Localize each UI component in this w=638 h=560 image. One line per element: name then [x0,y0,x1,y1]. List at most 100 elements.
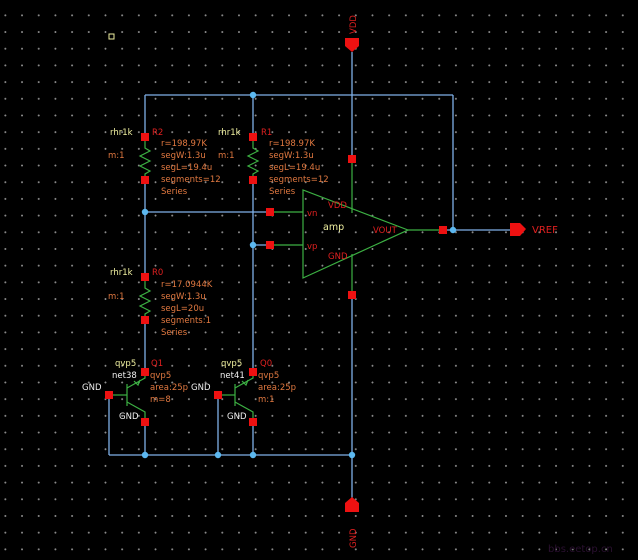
emitter-lead [234,376,254,389]
emitter-arrow-icon [133,379,141,387]
junction-dot [249,91,257,99]
param-segments: segments=12 [269,175,329,185]
vdd-terminal [348,155,356,163]
resistor-icon [138,281,152,316]
emitter-terminal [249,368,257,376]
param-segl: segL=19.4u [269,163,320,173]
amp-vdd-label: VDD [328,201,347,211]
pin-arrow-icon [345,497,359,512]
terminal-pin [141,273,149,281]
junction-dot [249,451,257,459]
resistor-r1[interactable]: rhr1k R1 m:1 r=198.97K segW:1.3u segL=19… [218,128,329,197]
vn-terminal [266,208,274,216]
amp-gnd-label: GND [328,252,348,262]
pin-arrow-icon [345,38,359,52]
base-terminal [105,391,113,399]
terminal-pin [249,133,257,141]
param-segw: segW:1.3u [161,151,206,161]
net-label: net41 [220,371,245,381]
param-segments: segments=12 [161,175,221,185]
resistor-icon [138,141,152,176]
cell-label: rhr1k [110,268,133,278]
vref-pin-label: VREF [532,225,558,236]
gnd-pin[interactable]: GND [345,497,359,548]
resistor-icon [246,141,260,176]
transistor-q1[interactable]: qvp5 Q1 net38 qvp5 area:25p m=8 GND GND [82,359,188,426]
junction-dot [141,208,149,216]
amp-symbol[interactable]: vn vp VDD GND VOUT amp [266,155,447,299]
instance-label: R0 [152,268,163,278]
terminal-pin [141,133,149,141]
param-area: area:25p [258,383,296,393]
wires [108,52,512,500]
base-net-label: GND [191,383,211,393]
param-m: m:1 [108,292,125,302]
vref-pin[interactable]: VREF [510,223,558,236]
instance-label: R2 [152,128,163,138]
model-label: qvp5 [150,371,171,381]
param-m: m:1 [218,151,235,161]
param-m: m:1 [258,395,275,405]
collector-terminal [141,418,149,426]
param-area: area:25p [150,383,188,393]
resistor-r2[interactable]: rhr1k R2 m:1 r=198.97K segW:1.3u segL=19… [108,128,221,197]
cell-label: qvp5 [221,359,242,369]
terminal-pin [249,176,257,184]
vdd-pin[interactable]: VDD [345,15,359,52]
param-r: r=198.97K [161,139,207,149]
junction-dot [249,241,257,249]
junction-dot [348,451,356,459]
cell-label: qvp5 [115,359,136,369]
vp-label: vp [307,242,317,252]
param-r: r=17.0944K [161,280,213,290]
emitter-lead [126,376,146,389]
collector-net-label: GND [119,412,139,422]
vout-label: VOUT [373,226,398,236]
collector-lead [234,401,254,418]
vdd-pin-label: VDD [349,15,359,34]
base-terminal [214,391,222,399]
vn-label: vn [307,209,317,219]
amp-name-label: amp [323,222,344,233]
gnd-terminal [348,291,356,299]
model-label: qvp5 [258,371,279,381]
param-segw: segW:1.3u [269,151,314,161]
collector-net-label: GND [227,412,247,422]
param-segments: segments:1 [161,316,211,326]
net-label: net38 [112,371,137,381]
pin-arrow-icon [510,223,526,236]
param-series: Series [161,328,188,338]
param-series: Series [269,187,296,197]
vout-terminal [439,226,447,234]
cell-label: rhr1k [218,128,241,138]
resistor-r0[interactable]: rhr1k R0 m:1 r=17.0944K segW:1.3u segL=2… [108,268,213,338]
vp-terminal [266,241,274,249]
param-segw: segW:1.3u [161,292,206,302]
watermark: bbs.eetop.cn [548,544,613,555]
junction-dot [449,226,457,234]
junction-dot [214,451,222,459]
param-series: Series [161,187,188,197]
emitter-arrow-icon [241,379,249,387]
transistor-q0[interactable]: qvp5 Q0 net41 qvp5 area:25p m:1 GND GND [191,359,296,426]
param-r: r=198.97K [269,139,315,149]
instance-label: R1 [261,128,272,138]
collector-terminal [249,418,257,426]
gnd-pin-label: GND [349,528,359,548]
opamp-triangle-icon [302,189,410,279]
junctions [141,91,457,459]
instance-label: Q1 [151,359,163,369]
origin-marker [108,33,115,40]
cell-label: rhr1k [110,128,133,138]
param-segl: segL=19.4u [161,163,212,173]
base-net-label: GND [82,383,102,393]
collector-lead [126,401,146,418]
instance-label: Q0 [260,359,272,369]
param-segl: segL=20u [161,304,204,314]
emitter-terminal [141,368,149,376]
param-m: m:1 [108,151,125,161]
junction-dot [141,451,149,459]
terminal-pin [141,176,149,184]
